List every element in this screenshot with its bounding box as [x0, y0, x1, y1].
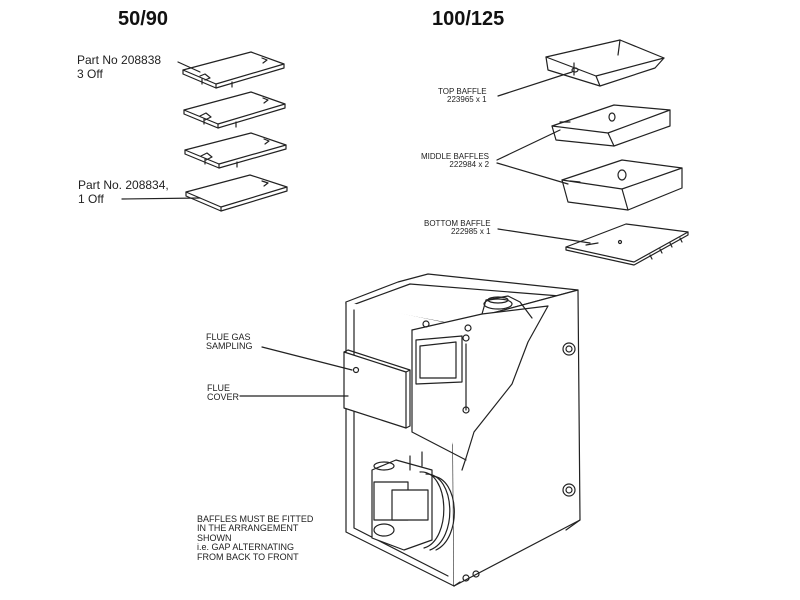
- baffle-plate-1: [183, 52, 284, 88]
- label-top-baffle: TOP BAFFLE 223965 x 1: [438, 87, 487, 105]
- middle-baffle-2: [562, 160, 682, 210]
- label-part-208838-number: Part No 208838: [77, 53, 162, 67]
- baffle-plate-2: [184, 92, 285, 128]
- label-flue-gas-sampling: FLUE GAS SAMPLING: [206, 332, 253, 352]
- heat-exchanger: [412, 296, 548, 470]
- heading-50-90: 50/90: [118, 8, 169, 30]
- heading-100-125: 100/125: [432, 8, 505, 30]
- label-middle-baffles-qty: 222984 x 2: [449, 160, 490, 170]
- burner-assembly: [372, 452, 454, 550]
- middle-baffle-1: [552, 105, 670, 146]
- label-top-baffle-qty: 223965 x 1: [447, 95, 487, 105]
- note-line-2: IN THE ARRANGEMENT: [197, 523, 299, 534]
- flue-cover-plate: [344, 350, 410, 428]
- label-part-208834-qty: 1 Off: [78, 191, 104, 206]
- label-part-208838: Part No 208838 3 Off: [77, 53, 162, 82]
- label-bottom-baffle: BOTTOM BAFFLE 222985 x 1: [424, 219, 491, 237]
- leader-bottom-baffle: [498, 229, 590, 243]
- leader-flue-gas-sampling: [262, 347, 352, 370]
- leader-part-208834: [122, 198, 200, 199]
- baffle-plate-4: [186, 175, 287, 211]
- label-bottom-baffle-qty: 222985 x 1: [450, 227, 491, 237]
- label-flue-cover-line1: FLUE: [207, 383, 231, 393]
- note-line-1: BAFFLES MUST BE FITTED: [197, 514, 314, 524]
- label-middle-baffles: MIDDLE BAFFLES 222984 x 2: [421, 152, 490, 170]
- leader-middle-baffles-a: [497, 130, 560, 160]
- label-bottom-baffle-name: BOTTOM BAFFLE: [424, 219, 491, 228]
- top-baffle: [546, 40, 664, 86]
- baffle-plate-3: [185, 133, 286, 168]
- label-part-208834-number: Part No. 208834,: [78, 178, 169, 192]
- leader-middle-baffles-b: [497, 163, 568, 184]
- label-top-baffle-name: TOP BAFFLE: [438, 87, 487, 96]
- bottom-baffle: [566, 224, 688, 265]
- label-flue-gas-line2: SAMPLING: [206, 341, 253, 352]
- label-middle-baffles-name: MIDDLE BAFFLES: [421, 152, 490, 161]
- label-part-208838-qty: 3 Off: [77, 66, 103, 81]
- label-part-208834: Part No. 208834, 1 Off: [78, 178, 169, 207]
- note-line-3: SHOWN: [197, 532, 232, 543]
- leader-top-baffle: [498, 72, 572, 96]
- baffle-fitting-note: BAFFLES MUST BE FITTED IN THE ARRANGEMEN…: [197, 514, 314, 562]
- label-flue-cover: FLUE COVER: [207, 383, 240, 403]
- leader-part-208838: [178, 62, 200, 72]
- label-flue-gas-line1: FLUE GAS: [206, 332, 251, 342]
- note-line-5: FROM BACK TO FRONT: [197, 551, 299, 562]
- label-flue-cover-line2: COVER: [207, 392, 240, 403]
- note-line-4: i.e. GAP ALTERNATING: [197, 542, 295, 553]
